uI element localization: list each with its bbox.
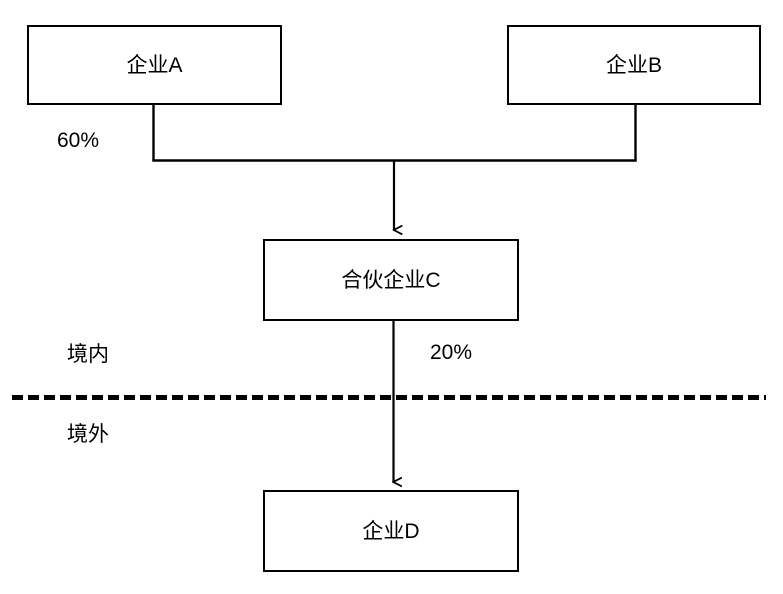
region-label-domestic: 境内 — [67, 343, 109, 366]
node-enterprise-b-label: 企业B — [605, 53, 662, 77]
node-partnership-c-label: 合伙企业C — [341, 268, 441, 292]
node-enterprise-d[interactable]: 企业D — [263, 490, 519, 572]
node-enterprise-a-label: 企业A — [126, 53, 183, 77]
node-enterprise-a[interactable]: 企业A — [27, 25, 282, 105]
node-partnership-c[interactable]: 合伙企业C — [263, 239, 519, 321]
node-enterprise-b[interactable]: 企业B — [507, 25, 761, 105]
edge-label-a-to-c-percent: 60% — [57, 129, 100, 152]
edge-label-c-to-d-percent: 20% — [430, 341, 473, 364]
node-enterprise-d-label: 企业D — [362, 519, 420, 543]
region-label-overseas: 境外 — [67, 423, 109, 446]
